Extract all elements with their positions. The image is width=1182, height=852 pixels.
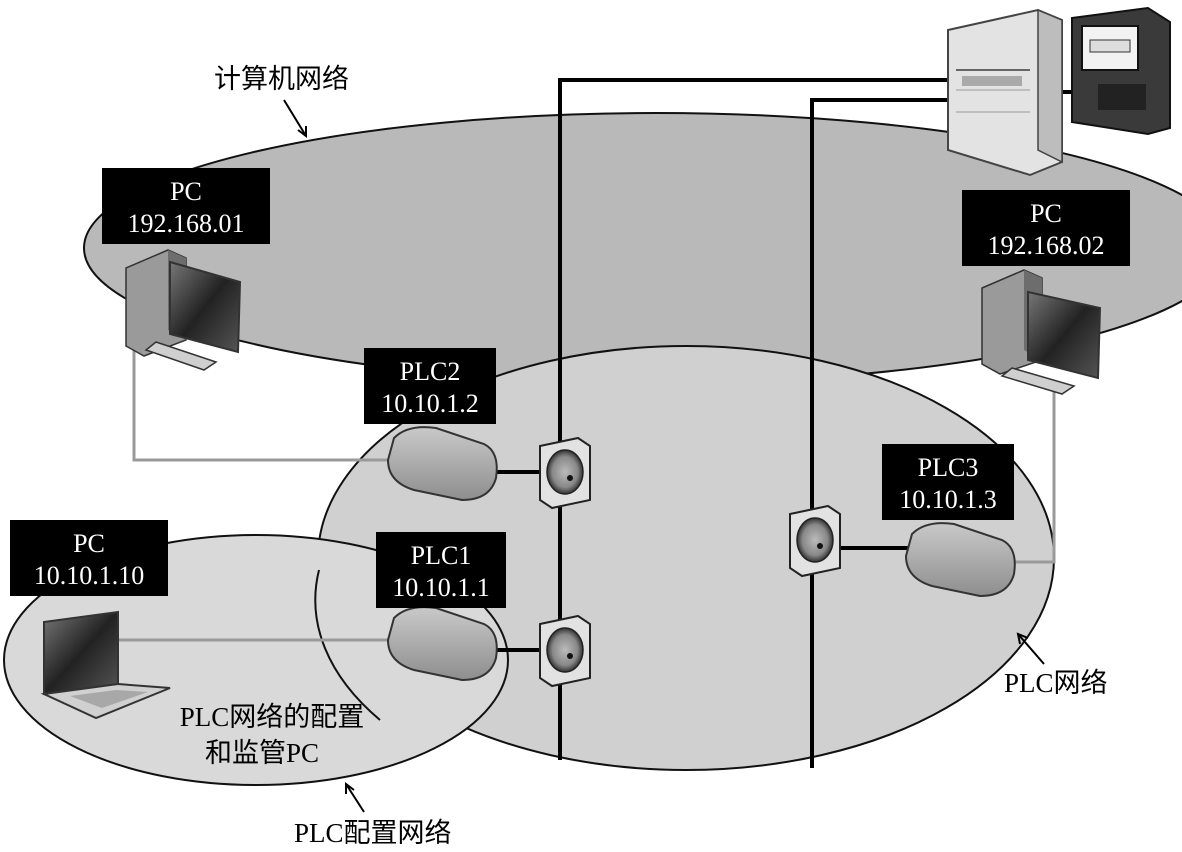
distribution-box-icon — [947, 8, 1063, 177]
plc1-name: PLC1 — [411, 541, 472, 570]
computer-network-label: 计算机网络 — [214, 64, 349, 94]
pc2-label: PC 192.168.02 — [962, 190, 1130, 266]
plc-network-caption: PLC网络 — [1004, 632, 1108, 698]
pc1-label: PC 192.168.01 — [102, 168, 270, 244]
computer-network-caption: 计算机网络 — [214, 64, 349, 138]
plc-config-network-caption: PLC配置网络 — [294, 782, 452, 848]
plc3-ip: 10.10.1.3 — [899, 485, 997, 514]
laptop-pc-icon — [40, 610, 171, 720]
plc3-label: PLC3 10.10.1.3 — [882, 444, 1014, 520]
plc2-module-icon — [386, 426, 498, 502]
electric-meter-icon — [1071, 6, 1171, 136]
plc2-ip: 10.10.1.2 — [381, 389, 479, 418]
desktop-pc-1-icon — [125, 249, 242, 371]
config-pc-caption-line1: PLC网络的配置 — [180, 702, 365, 732]
wall-socket-1-icon — [539, 436, 591, 510]
config-pc-caption: PLC网络的配置 和监管PC — [180, 702, 365, 768]
pc2-name: PC — [1030, 199, 1062, 228]
pc3-label: PC 10.10.1.10 — [10, 520, 168, 596]
plc3-name: PLC3 — [918, 453, 979, 482]
plc-config-network-label: PLC配置网络 — [294, 818, 452, 848]
ethernet-cables — [118, 330, 1056, 642]
wall-socket-3-icon — [789, 504, 841, 578]
plc1-label: PLC1 10.10.1.1 — [376, 532, 506, 608]
config-pc-caption-line2: 和监管PC — [205, 738, 319, 768]
plc1-ip: 10.10.1.1 — [392, 573, 490, 602]
pc1-ip: 192.168.01 — [128, 209, 245, 238]
pc3-ip: 10.10.1.10 — [34, 561, 145, 590]
plc2-name: PLC2 — [400, 357, 461, 386]
plc2-label: PLC2 10.10.1.2 — [364, 348, 496, 424]
pc3-name: PC — [73, 529, 105, 558]
wall-socket-2-icon — [539, 614, 591, 688]
plc3-module-icon — [904, 522, 1016, 598]
pc2-ip: 192.168.02 — [988, 231, 1105, 260]
desktop-pc-2-icon — [981, 269, 1102, 395]
pc1-name: PC — [170, 177, 202, 206]
plc-network-label: PLC网络 — [1004, 668, 1108, 698]
